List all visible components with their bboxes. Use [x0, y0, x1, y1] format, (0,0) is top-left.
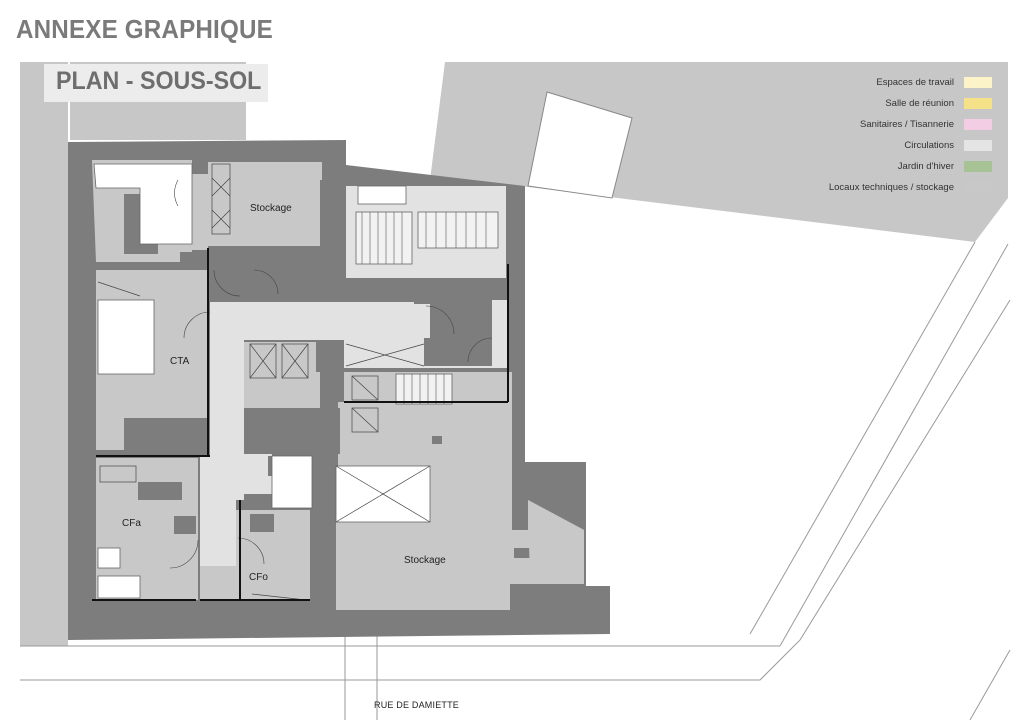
street-lines: [20, 241, 1011, 721]
room-label-stockage-top: Stockage: [250, 203, 292, 214]
plan-title-box: [44, 64, 268, 102]
room-label-cfo: CFo: [249, 572, 268, 583]
legend-label: Circulations: [904, 140, 954, 151]
legend-swatch: [964, 98, 992, 109]
street-label: RUE DE DAMIETTE: [374, 700, 460, 710]
legend-item-circulations: Circulations: [780, 135, 992, 156]
room-label-stockage-bottom: Stockage: [404, 555, 446, 566]
legend-item-technical-storage: Locaux techniques / stockage: [780, 177, 992, 198]
legend-item-sanitary: Sanitaires / Tisannerie: [780, 114, 992, 135]
room-label-cfa: CFa: [122, 518, 141, 529]
stair-treads: [361, 212, 487, 404]
plan-title: PLAN - SOUS-SOL: [56, 67, 262, 95]
legend-swatch: [964, 161, 992, 172]
door-swings: [169, 179, 493, 569]
room-label-cta: CTA: [170, 356, 190, 367]
staircases: [355, 211, 499, 405]
legend-label: Salle de réunion: [885, 98, 954, 109]
legend-label: Sanitaires / Tisannerie: [860, 119, 954, 130]
legend: Espaces de travail Salle de réunion Sani…: [780, 72, 992, 198]
legend-label: Locaux techniques / stockage: [828, 182, 954, 193]
shafts: [97, 163, 431, 601]
legend-label: Espaces de travail: [876, 77, 954, 88]
annex-title: ANNEXE GRAPHIQUE: [16, 14, 273, 44]
legend-item-workspaces: Espaces de travail: [780, 72, 992, 93]
legend-label: Jardin d'hiver: [897, 161, 954, 172]
legend-swatch: [964, 140, 992, 151]
right-wing: [528, 500, 584, 584]
legend-swatch: [964, 119, 992, 130]
legend-item-meeting-room: Salle de réunion: [780, 93, 992, 114]
courtyard: [527, 91, 633, 199]
wall-outlines: [92, 248, 509, 601]
legend-item-winter-garden: Jardin d'hiver: [780, 156, 992, 177]
legend-swatch: [964, 182, 992, 193]
legend-swatch: [964, 77, 992, 88]
